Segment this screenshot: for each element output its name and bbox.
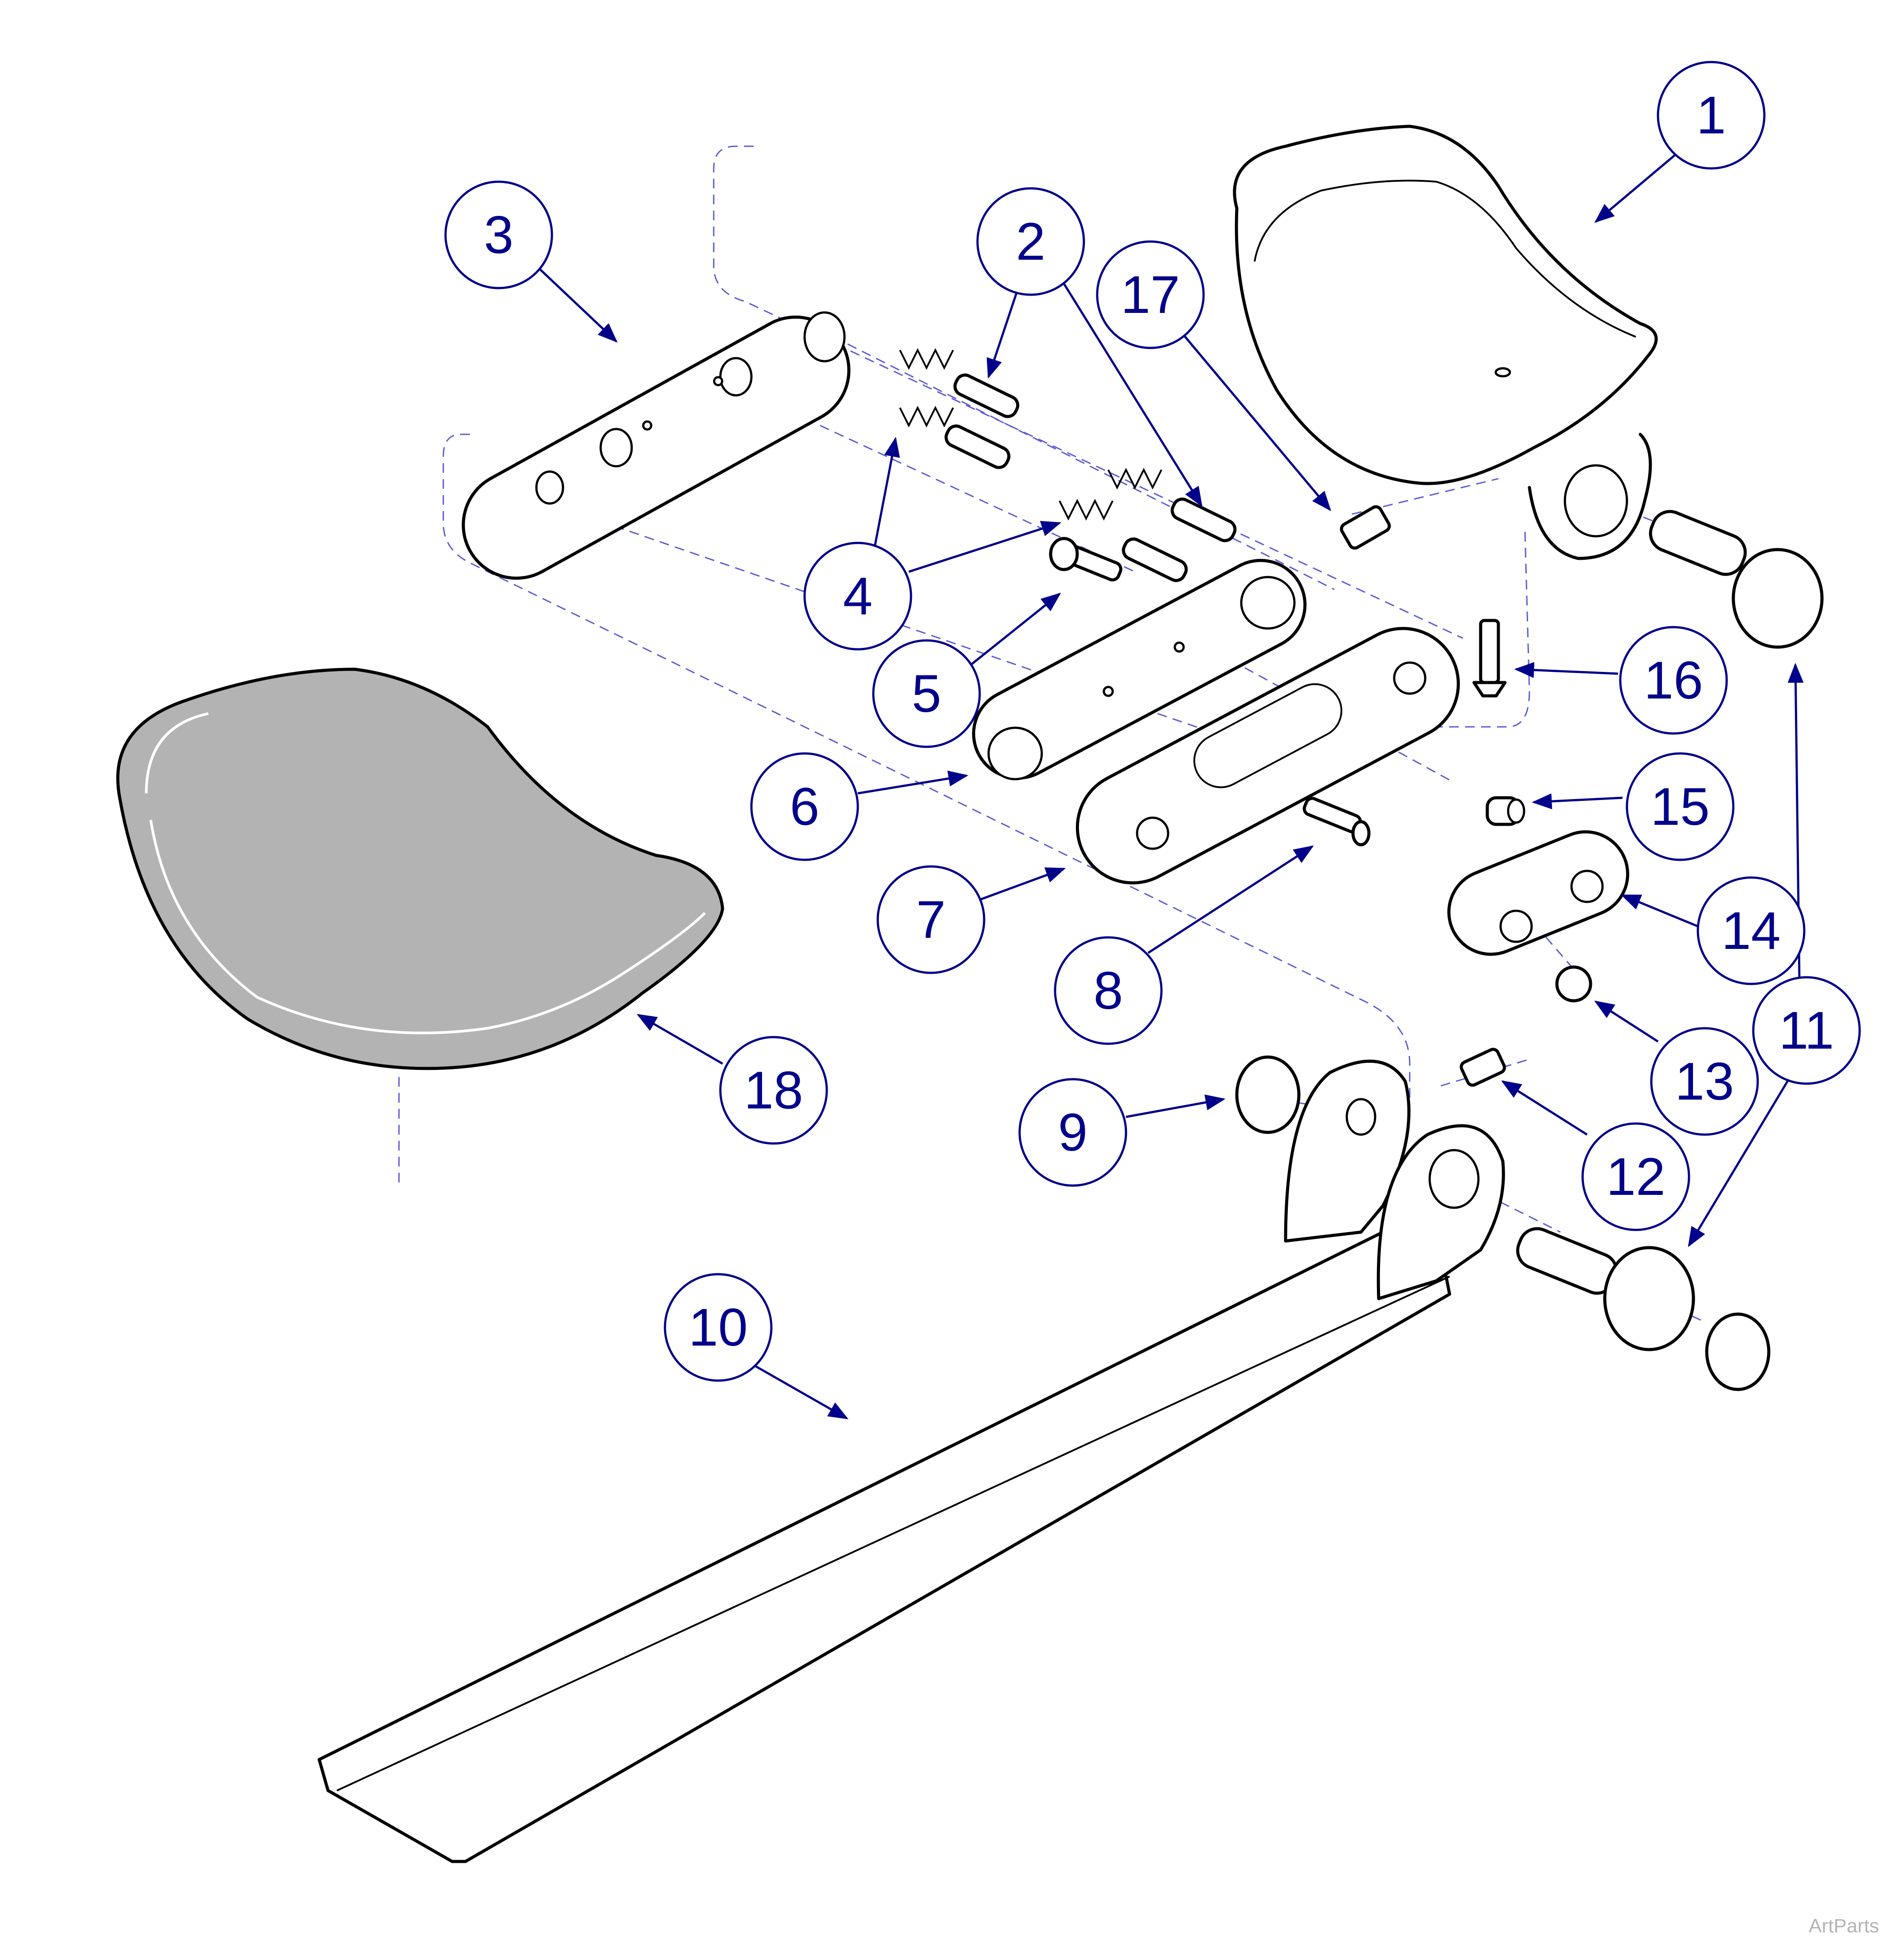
part-15-bushing <box>1486 796 1525 826</box>
svg-text:9: 9 <box>1058 1103 1088 1162</box>
callout-3: 3 <box>444 180 553 289</box>
part-12-set-screw <box>1459 1048 1506 1087</box>
phantom-lines <box>398 145 1703 1322</box>
callout-9: 9 <box>1018 1078 1127 1187</box>
svg-text:15: 15 <box>1650 777 1709 836</box>
part-5-screw <box>1049 537 1122 581</box>
callout-8: 8 <box>1054 936 1163 1045</box>
svg-text:2: 2 <box>1016 212 1046 271</box>
callout-11: 11 <box>1752 976 1861 1085</box>
svg-text:5: 5 <box>912 664 942 723</box>
part-14-small-link <box>1447 830 1630 956</box>
callout-16: 16 <box>1619 626 1728 735</box>
svg-text:6: 6 <box>790 777 820 836</box>
part-3-link-housing <box>461 311 851 580</box>
callout-10: 10 <box>664 1273 773 1382</box>
callout-15: 15 <box>1626 752 1735 861</box>
svg-text:17: 17 <box>1121 265 1180 324</box>
callout-2: 2 <box>976 187 1085 296</box>
callout-17: 17 <box>1096 240 1205 349</box>
svg-text:11: 11 <box>1779 1001 1834 1060</box>
svg-text:16: 16 <box>1644 651 1703 710</box>
part-10-base-arm <box>317 1059 1505 1863</box>
callout-13: 13 <box>1650 1027 1759 1136</box>
callout-18: 18 <box>719 1036 828 1145</box>
part-17-set-screw <box>1340 505 1391 550</box>
svg-text:18: 18 <box>744 1061 803 1120</box>
callout-12: 12 <box>1581 1122 1690 1231</box>
svg-text:12: 12 <box>1606 1147 1665 1206</box>
svg-text:7: 7 <box>916 890 946 949</box>
callout-7: 7 <box>876 865 985 974</box>
part-7-link-housing <box>1075 627 1460 885</box>
leader-lines <box>536 150 1804 1420</box>
callout-14: 14 <box>1697 876 1806 985</box>
svg-text:4: 4 <box>843 566 873 626</box>
svg-text:3: 3 <box>484 205 514 265</box>
svg-text:13: 13 <box>1675 1052 1734 1111</box>
callout-1: 1 <box>1657 61 1766 170</box>
part-11-knobs <box>1516 510 1824 1391</box>
svg-text:10: 10 <box>688 1298 747 1357</box>
svg-text:1: 1 <box>1697 86 1726 145</box>
svg-text:8: 8 <box>1094 961 1123 1020</box>
callout-5: 5 <box>872 639 981 748</box>
watermark-text: ArtParts <box>1809 1915 1879 1937</box>
part-9-disc <box>1235 1055 1301 1134</box>
callout-6: 6 <box>750 752 859 861</box>
part-4-springs <box>899 348 1162 521</box>
part-2-pins <box>944 373 1237 582</box>
part-16-bolt <box>1472 619 1507 698</box>
part-18-seat-pad <box>116 667 724 1070</box>
part-6-link-plate <box>972 558 1307 780</box>
svg-text:14: 14 <box>1721 901 1780 960</box>
part-13-cap <box>1555 965 1592 1003</box>
part-1-backrest <box>1233 125 1658 560</box>
part-8-screw <box>1302 796 1371 847</box>
callout-4: 4 <box>803 542 912 651</box>
